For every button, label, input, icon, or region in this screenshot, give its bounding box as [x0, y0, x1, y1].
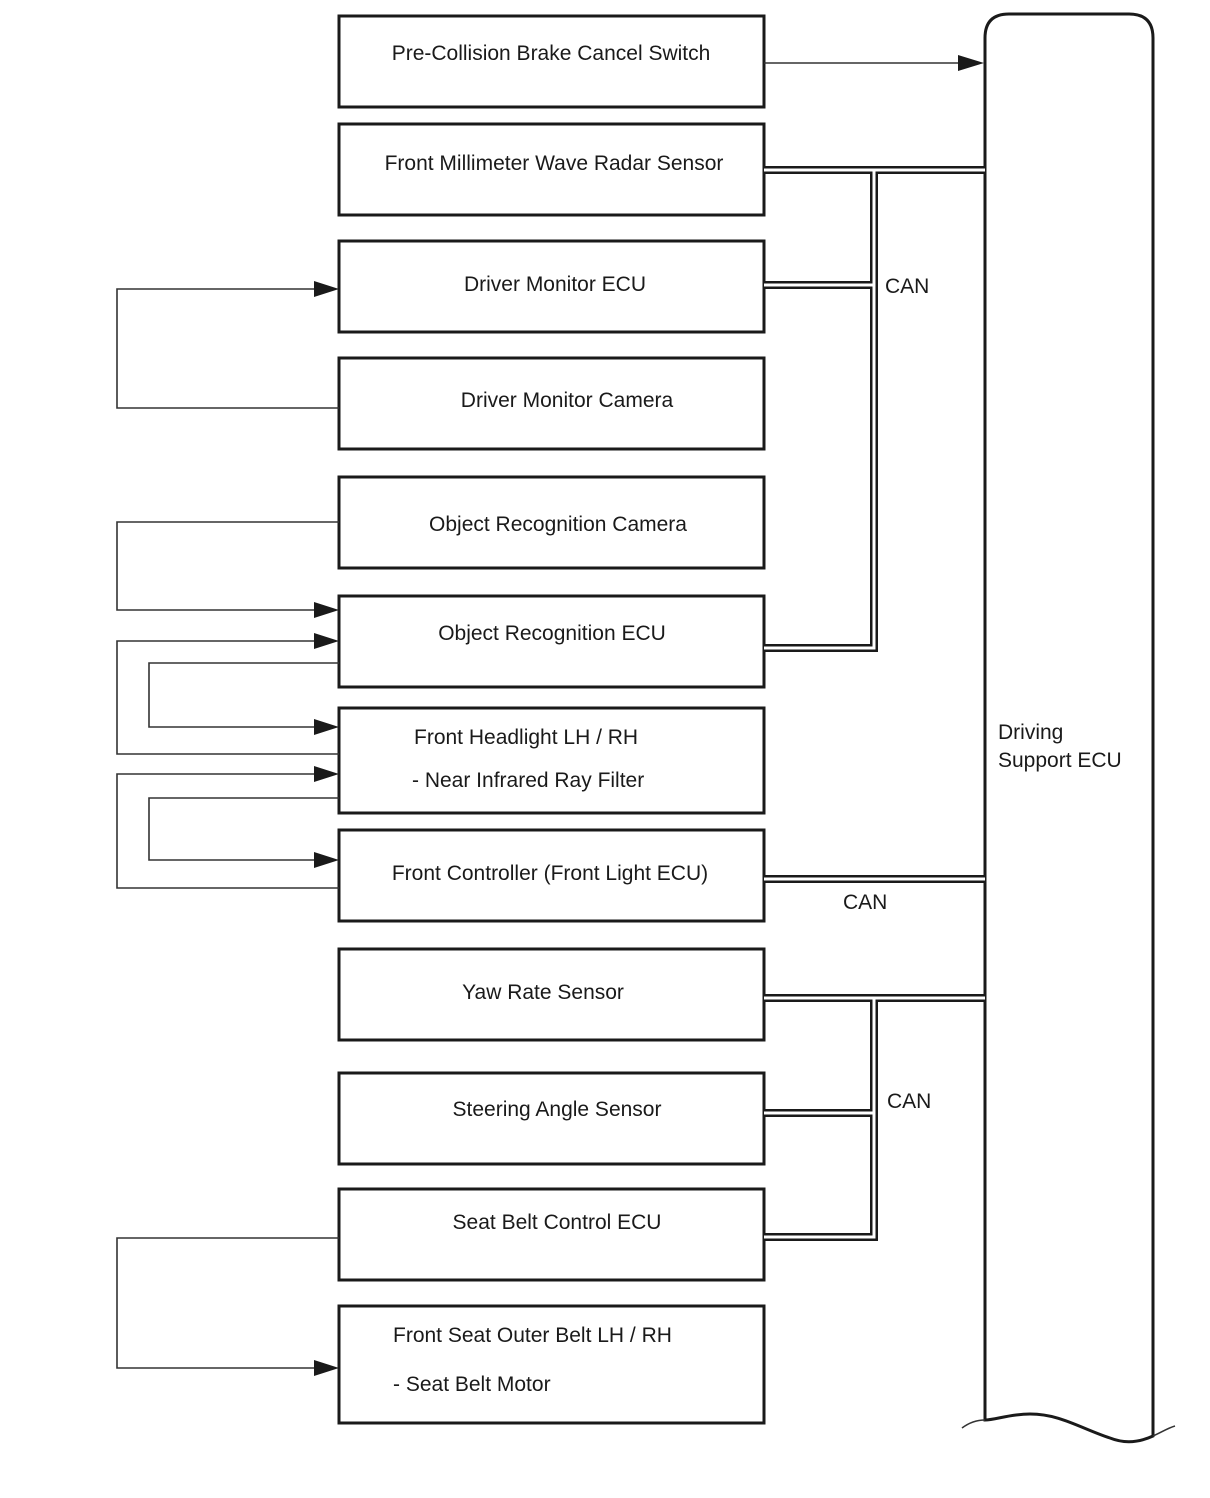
seat-belt-control-ecu-box [337, 1187, 766, 1282]
can-label-middle: CAN [843, 891, 887, 914]
driving-support-ecu-tear-right [1152, 1425, 1176, 1437]
driver-monitor-camera-box [337, 356, 766, 451]
front-controller-arrow [314, 852, 339, 868]
seat-belt-control-ecu-label: Seat Belt Control ECU [453, 1211, 662, 1234]
driver-monitor-ecu-arrow [314, 281, 339, 297]
object-recognition-camera-wire [116, 521, 339, 611]
front-controller-label: Front Controller (Front Light ECU) [392, 862, 708, 885]
object-recognition-ecu-box [337, 594, 766, 689]
driving-support-ecu-label-line1: Driving [998, 721, 1063, 744]
front-controller-to-headlight-wire [116, 773, 339, 889]
object-recognition-ecu-label: Object Recognition ECU [438, 622, 666, 645]
can-label-upper: CAN [885, 275, 929, 298]
headlight-to-ore-wire [116, 640, 339, 755]
driver-monitor-ecu-label: Driver Monitor ECU [464, 273, 646, 296]
pre-collision-brake-cancel-switch-label: Pre-Collision Brake Cancel Switch [392, 42, 711, 65]
seat-belt-ecu-to-motor-wire [116, 1237, 339, 1369]
front-headlight-label-line1: Front Headlight LH / RH [414, 726, 638, 749]
front-headlight-arrow-1 [314, 719, 339, 735]
front-headlight-arrow-2 [314, 766, 339, 782]
driver-monitor-camera-wire [116, 288, 339, 409]
steering-angle-sensor-label: Steering Angle Sensor [453, 1098, 662, 1121]
front-seat-outer-belt-box [337, 1304, 766, 1425]
can-bus-lower [764, 994, 985, 1241]
can-bus-upper [764, 166, 985, 652]
front-headlight-label-line2: - Near Infrared Ray Filter [412, 769, 644, 792]
front-seat-outer-belt-label-line2: - Seat Belt Motor [393, 1373, 551, 1396]
pre-collision-brake-cancel-switch-box [337, 14, 766, 109]
driving-support-ecu-box [983, 12, 1155, 1444]
driving-support-ecu-label-line2: Support ECU [998, 749, 1122, 772]
steering-angle-sensor-box [337, 1071, 766, 1166]
driving-support-ecu-tear-left [961, 1419, 986, 1429]
front-controller-box [337, 828, 766, 923]
can-label-lower: CAN [887, 1090, 931, 1113]
ore-to-headlight-wire [148, 662, 339, 728]
headlight-to-front-controller-wire [148, 797, 339, 861]
yaw-rate-sensor-label: Yaw Rate Sensor [462, 981, 624, 1004]
driver-monitor-ecu-box [337, 239, 766, 334]
front-seat-outer-belt-label-line1: Front Seat Outer Belt LH / RH [393, 1324, 672, 1347]
driver-monitor-camera-label: Driver Monitor Camera [461, 389, 674, 412]
seat-belt-motor-arrow [314, 1360, 339, 1376]
front-millimeter-wave-radar-sensor-label: Front Millimeter Wave Radar Sensor [385, 152, 724, 175]
front-headlight-box [337, 706, 766, 815]
front-millimeter-wave-radar-sensor-box [337, 122, 766, 217]
cancel-switch-arrow [958, 55, 984, 71]
object-recognition-camera-label: Object Recognition Camera [429, 513, 687, 536]
object-recognition-ecu-arrow-2 [314, 633, 339, 649]
object-recognition-ecu-arrow-1 [314, 602, 339, 618]
